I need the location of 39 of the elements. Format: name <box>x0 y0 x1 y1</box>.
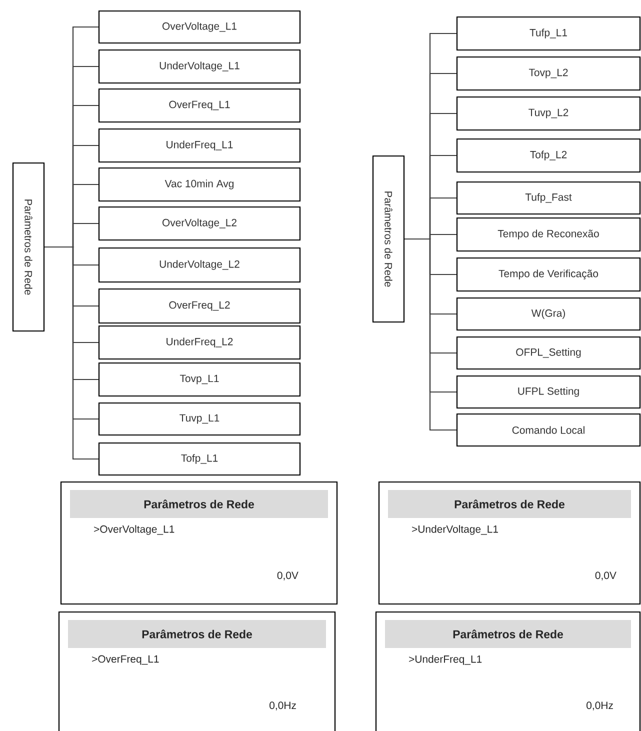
menu-item-box: Tuvp_L1 <box>98 402 301 436</box>
value-text: 0,0Hz <box>270 702 296 710</box>
connector-line <box>44 246 98 460</box>
menu-item-box: Tempo de Reconexão <box>456 217 641 252</box>
screen-header: Parâmetros de Rede <box>70 490 328 518</box>
menu-item-box: OverFreq_L1 <box>98 88 301 123</box>
menu-item-box: Tuvp_L2 <box>456 96 641 131</box>
value-text: 0,0V <box>595 572 616 580</box>
menu-item-box: Tovp_L2 <box>456 56 641 91</box>
menu-item-box: Tofp_L1 <box>98 442 301 476</box>
menu-item-box: UnderVoltage_L2 <box>98 247 301 283</box>
menu-item-box: UnderVoltage_L1 <box>98 49 301 84</box>
menu-item-box: Tofp_L2 <box>456 138 641 173</box>
menu-item-box: Tufp_Fast <box>456 181 641 215</box>
menu-item-box: Tempo de Verificação <box>456 257 641 292</box>
screen-header: Parâmetros de Rede <box>388 490 631 518</box>
menu-item-box: OverVoltage_L2 <box>98 206 301 241</box>
screen-header: Parâmetros de Rede <box>68 620 326 648</box>
menu-item-box: UnderFreq_L2 <box>98 325 301 360</box>
menu-item-box: Vac 10min Avg <box>98 167 301 202</box>
menu-item-box: OverVoltage_L1 <box>98 10 301 44</box>
menu-item-box: Tovp_L1 <box>98 362 301 397</box>
menu-item-box: UFPL Setting <box>456 375 641 409</box>
menu-item-text: >OverFreq_L1 <box>92 655 159 665</box>
menu-item-box: OverFreq_L2 <box>98 288 301 324</box>
menu-root-box: Parâmetros de Rede <box>372 155 405 323</box>
menu-item-text: >UnderVoltage_L1 <box>412 525 498 535</box>
menu-item-box: W(Gra) <box>456 297 641 331</box>
menu-item-box: Comando Local <box>456 413 641 447</box>
value-text: 0,0V <box>277 572 298 580</box>
menu-item-box: UnderFreq_L1 <box>98 128 301 163</box>
menu-root-box: Parâmetros de Rede <box>12 162 45 332</box>
menu-item-box: Tufp_L1 <box>456 16 641 51</box>
menu-item-text: >UnderFreq_L1 <box>409 655 482 665</box>
screen-header: Parâmetros de Rede <box>385 620 631 648</box>
menu-item-text: >OverVoltage_L1 <box>94 525 174 535</box>
menu-item-box: OFPL_Setting <box>456 336 641 370</box>
value-text: 0,0Hz <box>586 702 613 710</box>
connector-line <box>404 238 456 431</box>
